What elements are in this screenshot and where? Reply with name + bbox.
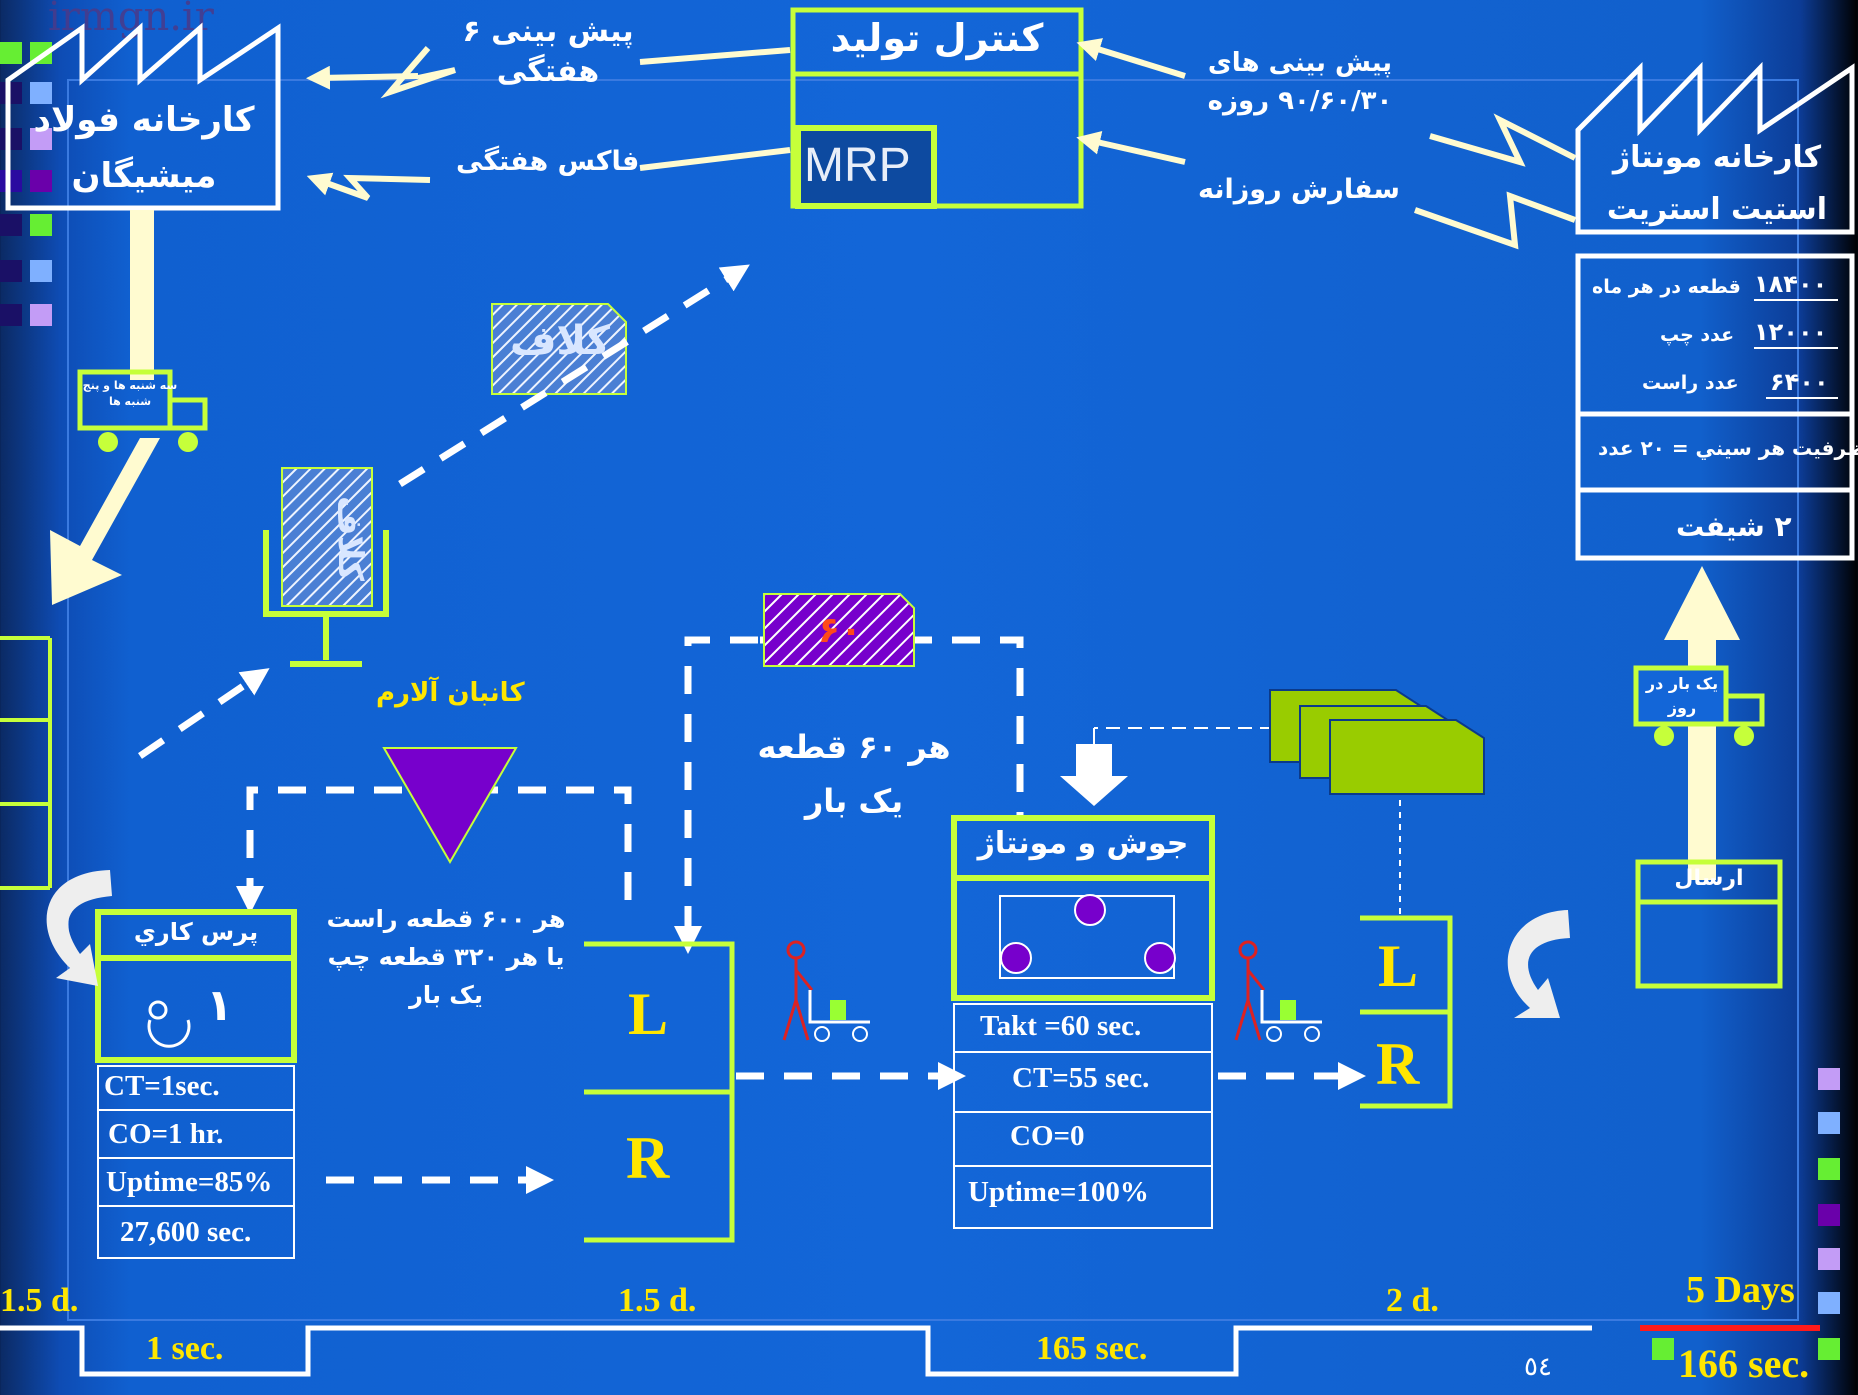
alarm-kanban-label: کانبان آلارم <box>376 678 525 708</box>
forklift-icon-2 <box>1236 942 1264 1040</box>
timeline-time-2: 165 sec. <box>1036 1330 1147 1368</box>
timeline-total-days: 5 Days <box>1686 1268 1795 1312</box>
timeline-total-time: 166 sec. <box>1678 1340 1809 1387</box>
alarm-kanban-note: هر ۶۰۰ قطعه راست یا هر ۳۲۰ قطعه چپ یک با… <box>318 900 574 1014</box>
coil-kanban-label: کلاف <box>500 318 620 364</box>
supplier-truck-label: سه شنبه ها و پنج شنبه ها <box>82 378 178 410</box>
customer-truck-label: یک بار در روز <box>1642 672 1722 720</box>
cart-icon-1 <box>810 990 870 1041</box>
raw-material-inventory <box>0 638 50 888</box>
shipment-arrow <box>50 438 160 605</box>
left-demand-value: ۱۲۰۰۰ <box>1754 318 1827 346</box>
supplier-forecast-label: پیش بینی ۶ هفتگی <box>448 12 648 92</box>
cart-icon-2 <box>1262 990 1322 1041</box>
monthly-demand-value: ۱۸۴۰۰ <box>1754 270 1827 298</box>
weld-uptime: Uptime=100% <box>968 1176 1149 1209</box>
weld-co: CO=0 <box>1010 1120 1085 1153</box>
kanban-batch-icon <box>1270 690 1484 794</box>
supermarket-2-left: L <box>1378 932 1418 1001</box>
right-demand-label: عدد راست <box>1642 372 1739 394</box>
daily-order-label: سفارش روزانه <box>1198 174 1400 205</box>
weld-title: جوش و مونتاژ <box>958 826 1208 861</box>
press-available-time: 27,600 sec. <box>120 1216 251 1249</box>
weekly-fax-label: فاکس هفتگی <box>456 146 639 177</box>
shipping-title: ارسال <box>1640 866 1778 891</box>
coil-post-label: کلاف <box>284 476 370 602</box>
tray-capacity: ظرفيت هر سيني = ۲۰ عدد <box>1598 436 1858 460</box>
operator-icon <box>149 1002 189 1046</box>
production-control-title: کنترل تولید <box>796 16 1078 60</box>
weld-ct: CT=55 sec. <box>1012 1062 1149 1095</box>
timeline-days-2: 1.5 d. <box>618 1282 696 1320</box>
timeline-days-1: 1.5 d. <box>0 1282 78 1320</box>
shifts-label: ۲ شیفت <box>1676 510 1792 543</box>
withdrawal-kanban-note: هر ۶۰ قطعه یک بار <box>754 720 954 828</box>
alarm-kanban-triangle <box>384 748 516 862</box>
forklift-icon-1 <box>784 942 812 1040</box>
slide-number: ٥٤ <box>1524 1352 1552 1382</box>
left-demand-label: عدد چپ <box>1660 324 1734 346</box>
press-ct: CT=1sec. <box>104 1070 220 1103</box>
mrp-label: MRP <box>804 138 911 193</box>
timeline-time-1: 1 sec. <box>146 1330 223 1368</box>
press-operator-count: ۱ <box>206 980 233 1031</box>
press-uptime: Uptime=85% <box>106 1166 272 1199</box>
supermarket-1-right: R <box>626 1124 669 1193</box>
customer-forecast-label: پیش بینی های ۹۰/۶۰/۳۰ روزه <box>1190 44 1410 120</box>
supermarket-2-right: R <box>1376 1030 1419 1099</box>
press-title: پرس كاري <box>100 918 292 946</box>
schedule-arrow <box>1060 728 1274 806</box>
weld-layout-icon <box>1000 895 1175 978</box>
right-demand-value: ۶۴۰۰ <box>1770 368 1829 396</box>
withdrawal-kanban-value: ۶۰ <box>790 610 890 651</box>
supplier-name: کارخانه فولاد میشیگان <box>14 92 274 204</box>
weld-takt: Takt =60 sec. <box>980 1010 1141 1043</box>
press-co: CO=1 hr. <box>108 1118 223 1151</box>
timeline-days-3: 2 d. <box>1386 1282 1439 1320</box>
kanban-signal-arrows <box>140 272 1352 1180</box>
supermarket-1-left: L <box>628 980 668 1049</box>
pull-arrow-right <box>1508 910 1570 1018</box>
customer-name: کارخانه مونتاژ استیت استریت <box>1590 132 1844 236</box>
monthly-demand-label: قطعه در هر ماه <box>1592 276 1741 298</box>
